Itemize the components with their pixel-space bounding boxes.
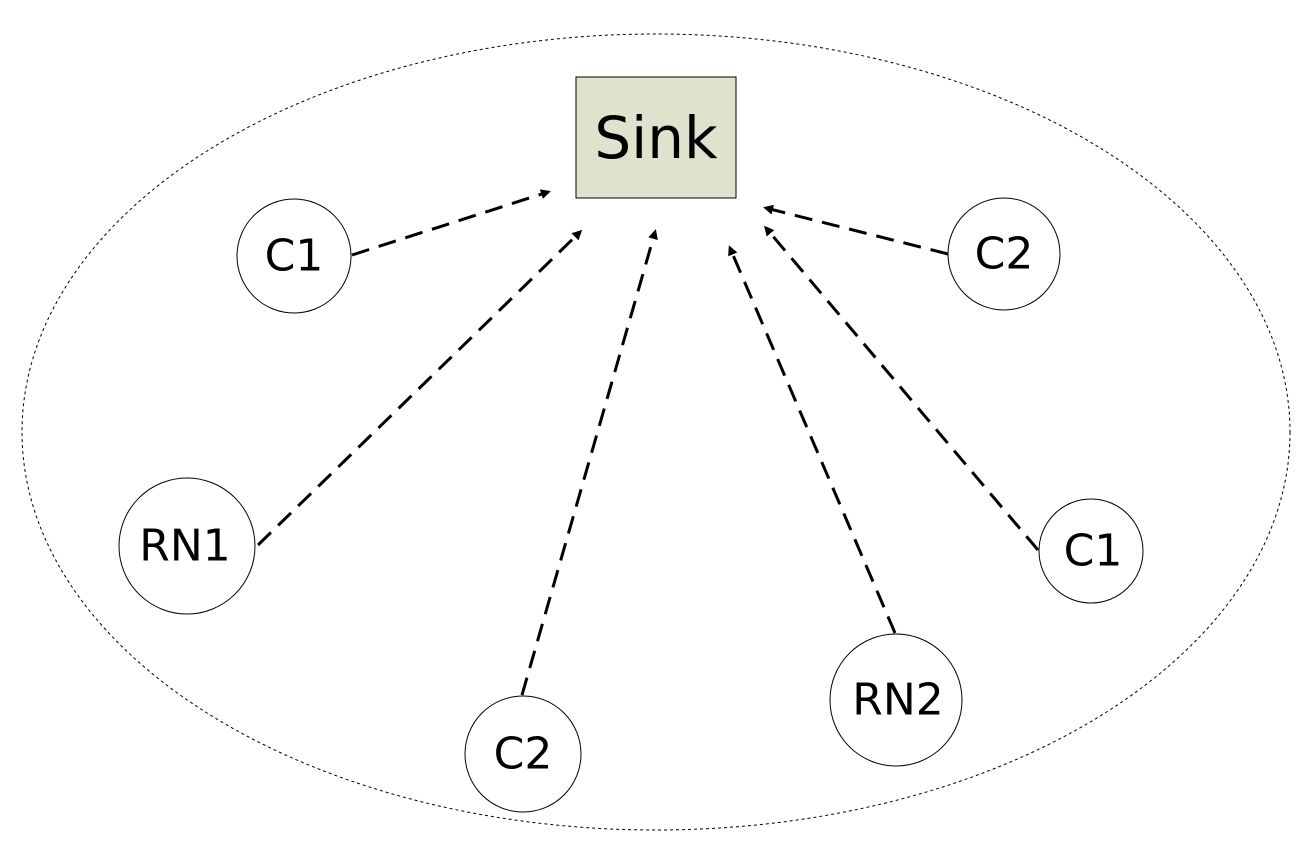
edge-c2-bottom-to-sink bbox=[520, 229, 658, 696]
network-boundary bbox=[21, 33, 1291, 831]
node-c1-right: C1 bbox=[1038, 498, 1144, 604]
node-c1-top-left: C1 bbox=[236, 198, 352, 314]
edges-group bbox=[256, 189, 1040, 696]
node-label: C2 bbox=[494, 729, 553, 780]
node-label: C1 bbox=[265, 231, 324, 282]
node-label: C2 bbox=[975, 229, 1034, 280]
edge-rn2-to-sink bbox=[728, 245, 897, 634]
node-label: RN1 bbox=[139, 521, 230, 572]
sink-label: Sink bbox=[594, 104, 718, 172]
node-label: C1 bbox=[1064, 526, 1123, 577]
edge-rn1-to-sink bbox=[256, 229, 583, 547]
sink-node: Sink bbox=[575, 76, 737, 199]
edge-c1-right-to-sink bbox=[764, 225, 1040, 551]
edge-c1-top-left-to-sink bbox=[351, 189, 551, 257]
node-c2-bottom: C2 bbox=[464, 695, 582, 813]
node-rn2: RN2 bbox=[829, 633, 963, 767]
node-c2-top-right: C2 bbox=[947, 197, 1061, 311]
edge-c2-top-right-to-sink bbox=[763, 204, 949, 256]
sink-box bbox=[575, 76, 737, 199]
node-label: RN2 bbox=[852, 675, 943, 726]
node-rn1: RN1 bbox=[118, 477, 256, 615]
